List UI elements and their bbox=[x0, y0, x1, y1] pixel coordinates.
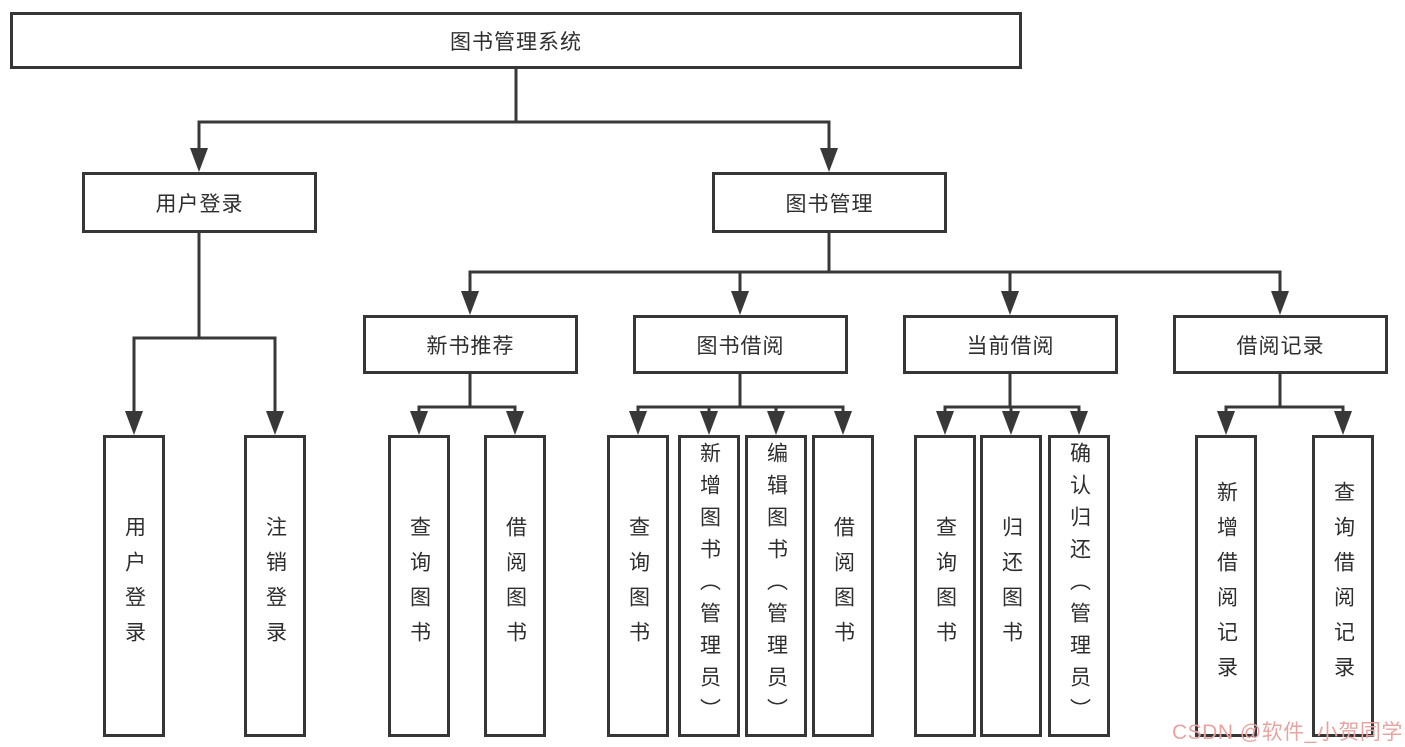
leaf-current-query-book: 查询图书 bbox=[914, 435, 976, 737]
node-label: 查询图书 bbox=[933, 516, 957, 656]
leaf-borrow-add-book-admin: 新增图书（管理员） bbox=[678, 435, 740, 737]
node-label: 借阅图书 bbox=[503, 516, 527, 656]
connector-book-borrow-children bbox=[629, 374, 852, 435]
node-label: 新增图书（管理员） bbox=[697, 442, 721, 730]
node-label: 图书管理 bbox=[785, 192, 874, 216]
leaf-current-return-book: 归还图书 bbox=[980, 435, 1042, 737]
node-label: 确认归还（管理员） bbox=[1067, 442, 1091, 730]
node-borrowing-records: 借阅记录 bbox=[1173, 315, 1388, 374]
node-label: 图书管理系统 bbox=[450, 30, 582, 54]
leaf-borrow-query-book: 查询图书 bbox=[607, 435, 669, 737]
node-label: 新书推荐 bbox=[426, 334, 515, 358]
node-book-borrowing: 图书借阅 bbox=[633, 315, 848, 374]
node-label: 注销登录 bbox=[263, 516, 287, 656]
node-label: 查询图书 bbox=[626, 516, 650, 656]
node-label: 借阅图书 bbox=[831, 516, 855, 656]
node-label: 当前借阅 bbox=[966, 334, 1055, 358]
leaf-records-query-record: 查询借阅记录 bbox=[1312, 435, 1374, 737]
node-label: 借阅记录 bbox=[1236, 334, 1325, 358]
leaf-rec-query-book: 查询图书 bbox=[388, 435, 450, 737]
node-root-system: 图书管理系统 bbox=[10, 12, 1022, 69]
leaf-user-login: 用户登录 bbox=[103, 435, 165, 737]
connector-new-book-rec-children bbox=[410, 374, 524, 435]
csdn-watermark: CSDN @软件_小贺同学 bbox=[1172, 721, 1403, 744]
leaf-records-add-record: 新增借阅记录 bbox=[1195, 435, 1257, 737]
connector-current-borrow-children bbox=[936, 374, 1088, 435]
node-label: 编辑图书（管理员） bbox=[764, 442, 788, 730]
node-current-borrowing: 当前借阅 bbox=[903, 315, 1118, 374]
node-new-book-recommend: 新书推荐 bbox=[363, 315, 578, 374]
node-label: 用户登录 bbox=[122, 516, 146, 656]
node-label: 查询借阅记录 bbox=[1331, 481, 1355, 691]
leaf-rec-borrow-book: 借阅图书 bbox=[484, 435, 546, 737]
connector-book-mgmt-children bbox=[461, 233, 1289, 315]
leaf-current-confirm-return-admin: 确认归还（管理员） bbox=[1048, 435, 1110, 737]
node-book-management: 图书管理 bbox=[712, 172, 947, 233]
node-label: 查询图书 bbox=[407, 516, 431, 656]
node-label: 用户登录 bbox=[155, 192, 244, 216]
node-label: 新增借阅记录 bbox=[1214, 481, 1238, 691]
connector-root-to-level2 bbox=[190, 67, 838, 172]
leaf-logout-login: 注销登录 bbox=[244, 435, 306, 737]
node-label: 图书借阅 bbox=[696, 334, 785, 358]
connector-borrow-records-children bbox=[1217, 374, 1352, 435]
node-label: 归还图书 bbox=[999, 516, 1023, 656]
node-user-login: 用户登录 bbox=[82, 172, 317, 233]
connector-user-login-children bbox=[125, 233, 284, 435]
leaf-borrow-borrow-book: 借阅图书 bbox=[812, 435, 874, 737]
leaf-borrow-edit-book-admin: 编辑图书（管理员） bbox=[745, 435, 807, 737]
